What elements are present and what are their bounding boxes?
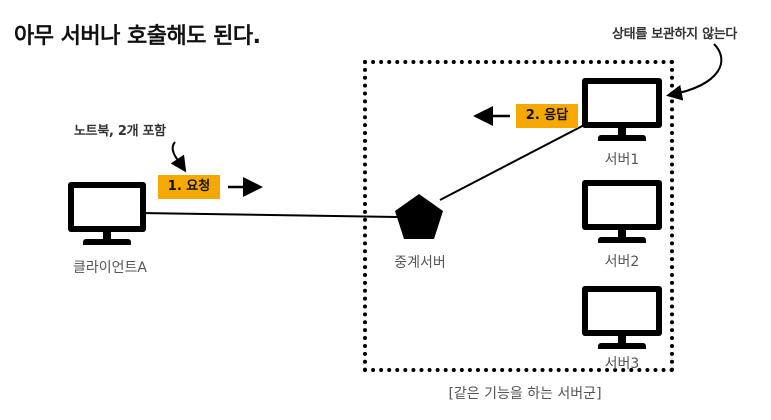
server2-label: 서버2 <box>604 254 640 270</box>
group-label: [같은 기능을 하는 서버군] <box>448 386 602 402</box>
response-badge: 2. 응답 <box>516 104 578 128</box>
proxy-server1-line <box>439 121 591 201</box>
client-proxy-line <box>139 212 399 218</box>
client-monitor-icon <box>68 182 146 246</box>
proxy-label: 중계서버 <box>394 255 446 271</box>
client-note-curve-arrow <box>170 141 187 173</box>
server3-monitor-icon <box>582 286 662 350</box>
client-label: 클라이언트A <box>73 260 147 276</box>
proxy-pentagon-icon <box>395 194 443 239</box>
client-note: 노트북, 2개 포함 <box>74 124 166 139</box>
request-badge: 1. 요청 <box>158 175 220 199</box>
server1-label: 서버1 <box>604 152 640 168</box>
server3-label: 서버3 <box>604 356 640 372</box>
page-title: 아무 서버나 호출해도 된다. <box>14 24 261 49</box>
stateless-note: 상태를 보관하지 않는다 <box>612 27 738 42</box>
server2-monitor-icon <box>582 180 662 244</box>
server1-monitor-icon <box>582 78 662 142</box>
server-group-box <box>363 60 674 372</box>
stateless-curve-arrow <box>666 43 723 101</box>
